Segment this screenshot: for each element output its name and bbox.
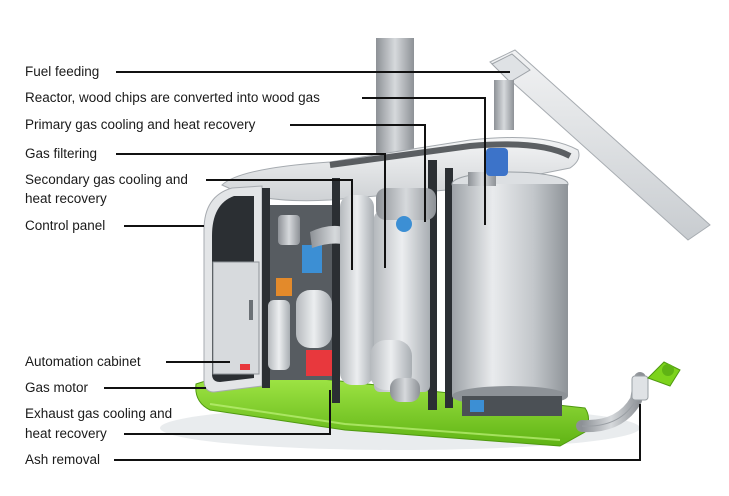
- filter-cylinders: [340, 188, 436, 402]
- leader-gas-filtering: [116, 153, 386, 268]
- leader-primary-cooling: [290, 124, 426, 222]
- label-gas-filtering: Gas filtering: [25, 146, 98, 161]
- leader-exhaust-cooling: [124, 390, 331, 435]
- green-base-frame: [195, 369, 589, 447]
- frame-posts: [262, 160, 453, 410]
- label-secondary-cooling-line2: heat recovery: [25, 191, 107, 206]
- leader-reactor: [362, 97, 486, 225]
- ash-removal-auger: [576, 361, 681, 433]
- leader-ash-removal: [114, 404, 641, 461]
- label-exhaust-cooling-line1: Exhaust gas cooling and: [25, 406, 173, 421]
- label-control-panel: Control panel: [25, 218, 106, 233]
- leader-lines: [104, 71, 641, 461]
- label-automation-cabinet: Automation cabinet: [25, 354, 141, 369]
- label-reactor: Reactor, wood chips are converted into w…: [25, 90, 320, 105]
- label-fuel-feeding: Fuel feeding: [25, 64, 100, 79]
- fuel-conveyor: [489, 49, 711, 241]
- reactor-vessel: [451, 148, 569, 416]
- label-gas-motor: Gas motor: [25, 380, 89, 395]
- label-ash-removal: Ash removal: [25, 452, 101, 467]
- leader-secondary-cooling: [206, 179, 353, 270]
- label-exhaust-cooling-line2: heat recovery: [25, 426, 107, 441]
- label-primary-cooling: Primary gas cooling and heat recovery: [25, 117, 256, 132]
- label-secondary-cooling-line1: Secondary gas cooling and: [25, 172, 188, 187]
- gas-cooling-equipment: [268, 205, 360, 380]
